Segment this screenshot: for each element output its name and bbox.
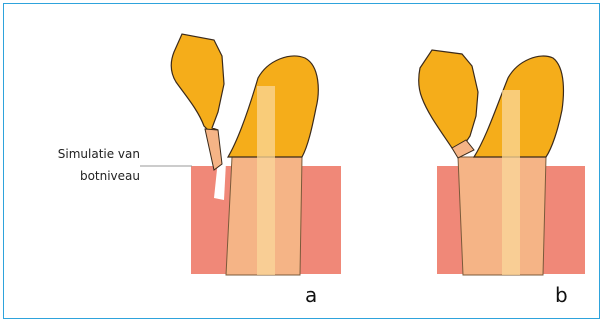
fragment-root-a xyxy=(205,129,222,170)
panel-label-b: b xyxy=(555,283,568,307)
panel-a: a xyxy=(140,34,341,307)
annotation-line-1: Simulatie van xyxy=(58,147,140,161)
root-canal-a xyxy=(257,86,275,275)
panel-label-a: a xyxy=(305,283,317,307)
annotation-line-2: botniveau xyxy=(80,169,140,183)
root-canal-b xyxy=(502,90,520,275)
fractured-fragment-a xyxy=(171,34,224,130)
fractured-fragment-b xyxy=(419,50,478,152)
panel-b: b xyxy=(419,50,585,307)
